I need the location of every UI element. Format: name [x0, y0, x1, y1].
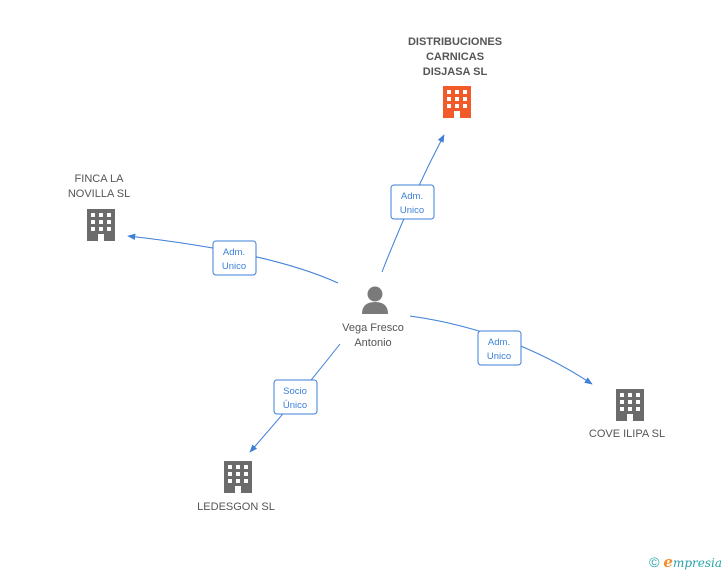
label-line: CARNICAS — [425, 51, 485, 63]
node-label-cove[interactable]: COVE ILIPA SL — [589, 427, 665, 442]
label-line: NOVILLA SL — [67, 188, 131, 200]
node-label-ledesgon[interactable]: LEDESGON SL — [197, 500, 275, 515]
label-line: DISJASA SL — [422, 66, 488, 78]
label-line: Antonio — [354, 337, 392, 349]
edge-label-ledesgon: Socio Único — [273, 379, 318, 415]
label-line: FINCA LA — [74, 173, 124, 185]
footer-brand[interactable]: © empresia — [649, 553, 722, 571]
edge-label-line-1: Socio — [283, 386, 307, 397]
building-icon[interactable] — [224, 461, 252, 493]
edge-label-line-1: Adm. — [223, 247, 245, 258]
label-line: LEDESGON SL — [197, 501, 275, 513]
label-line: DISTRIBUCIONES — [407, 36, 503, 48]
edge-label-line-2: Unico — [487, 351, 511, 362]
node-label-finca[interactable]: FINCA LA NOVILLA SL — [68, 172, 130, 202]
brand-logo: empresia — [663, 553, 722, 571]
edge-label-cove: Adm. Unico — [477, 330, 522, 366]
edge-label-finca: Adm. Unico — [212, 240, 257, 276]
edge-label-line-2: Unico — [400, 205, 424, 216]
brand-initial: e — [663, 553, 673, 571]
edge-label-line-2: Único — [283, 400, 307, 411]
building-icon[interactable] — [443, 86, 471, 118]
edge-label-line-1: Adm. — [488, 337, 510, 348]
edge-label-distribuciones: Adm. Unico — [390, 184, 435, 220]
node-label-distribuciones[interactable]: DISTRIBUCIONES CARNICAS DISJASA SL — [408, 35, 502, 80]
copyright-icon: © — [649, 554, 660, 570]
node-label-person[interactable]: Vega Fresco Antonio — [342, 321, 404, 351]
brand-text: mpresia — [672, 556, 722, 570]
building-icon[interactable] — [87, 209, 115, 241]
label-line: COVE ILIPA SL — [588, 428, 666, 440]
edge-label-line-1: Adm. — [401, 191, 423, 202]
building-icon[interactable] — [616, 389, 644, 421]
label-line: Vega Fresco — [342, 322, 404, 334]
edge-label-line-2: Unico — [222, 261, 246, 272]
person-icon[interactable] — [362, 286, 388, 315]
